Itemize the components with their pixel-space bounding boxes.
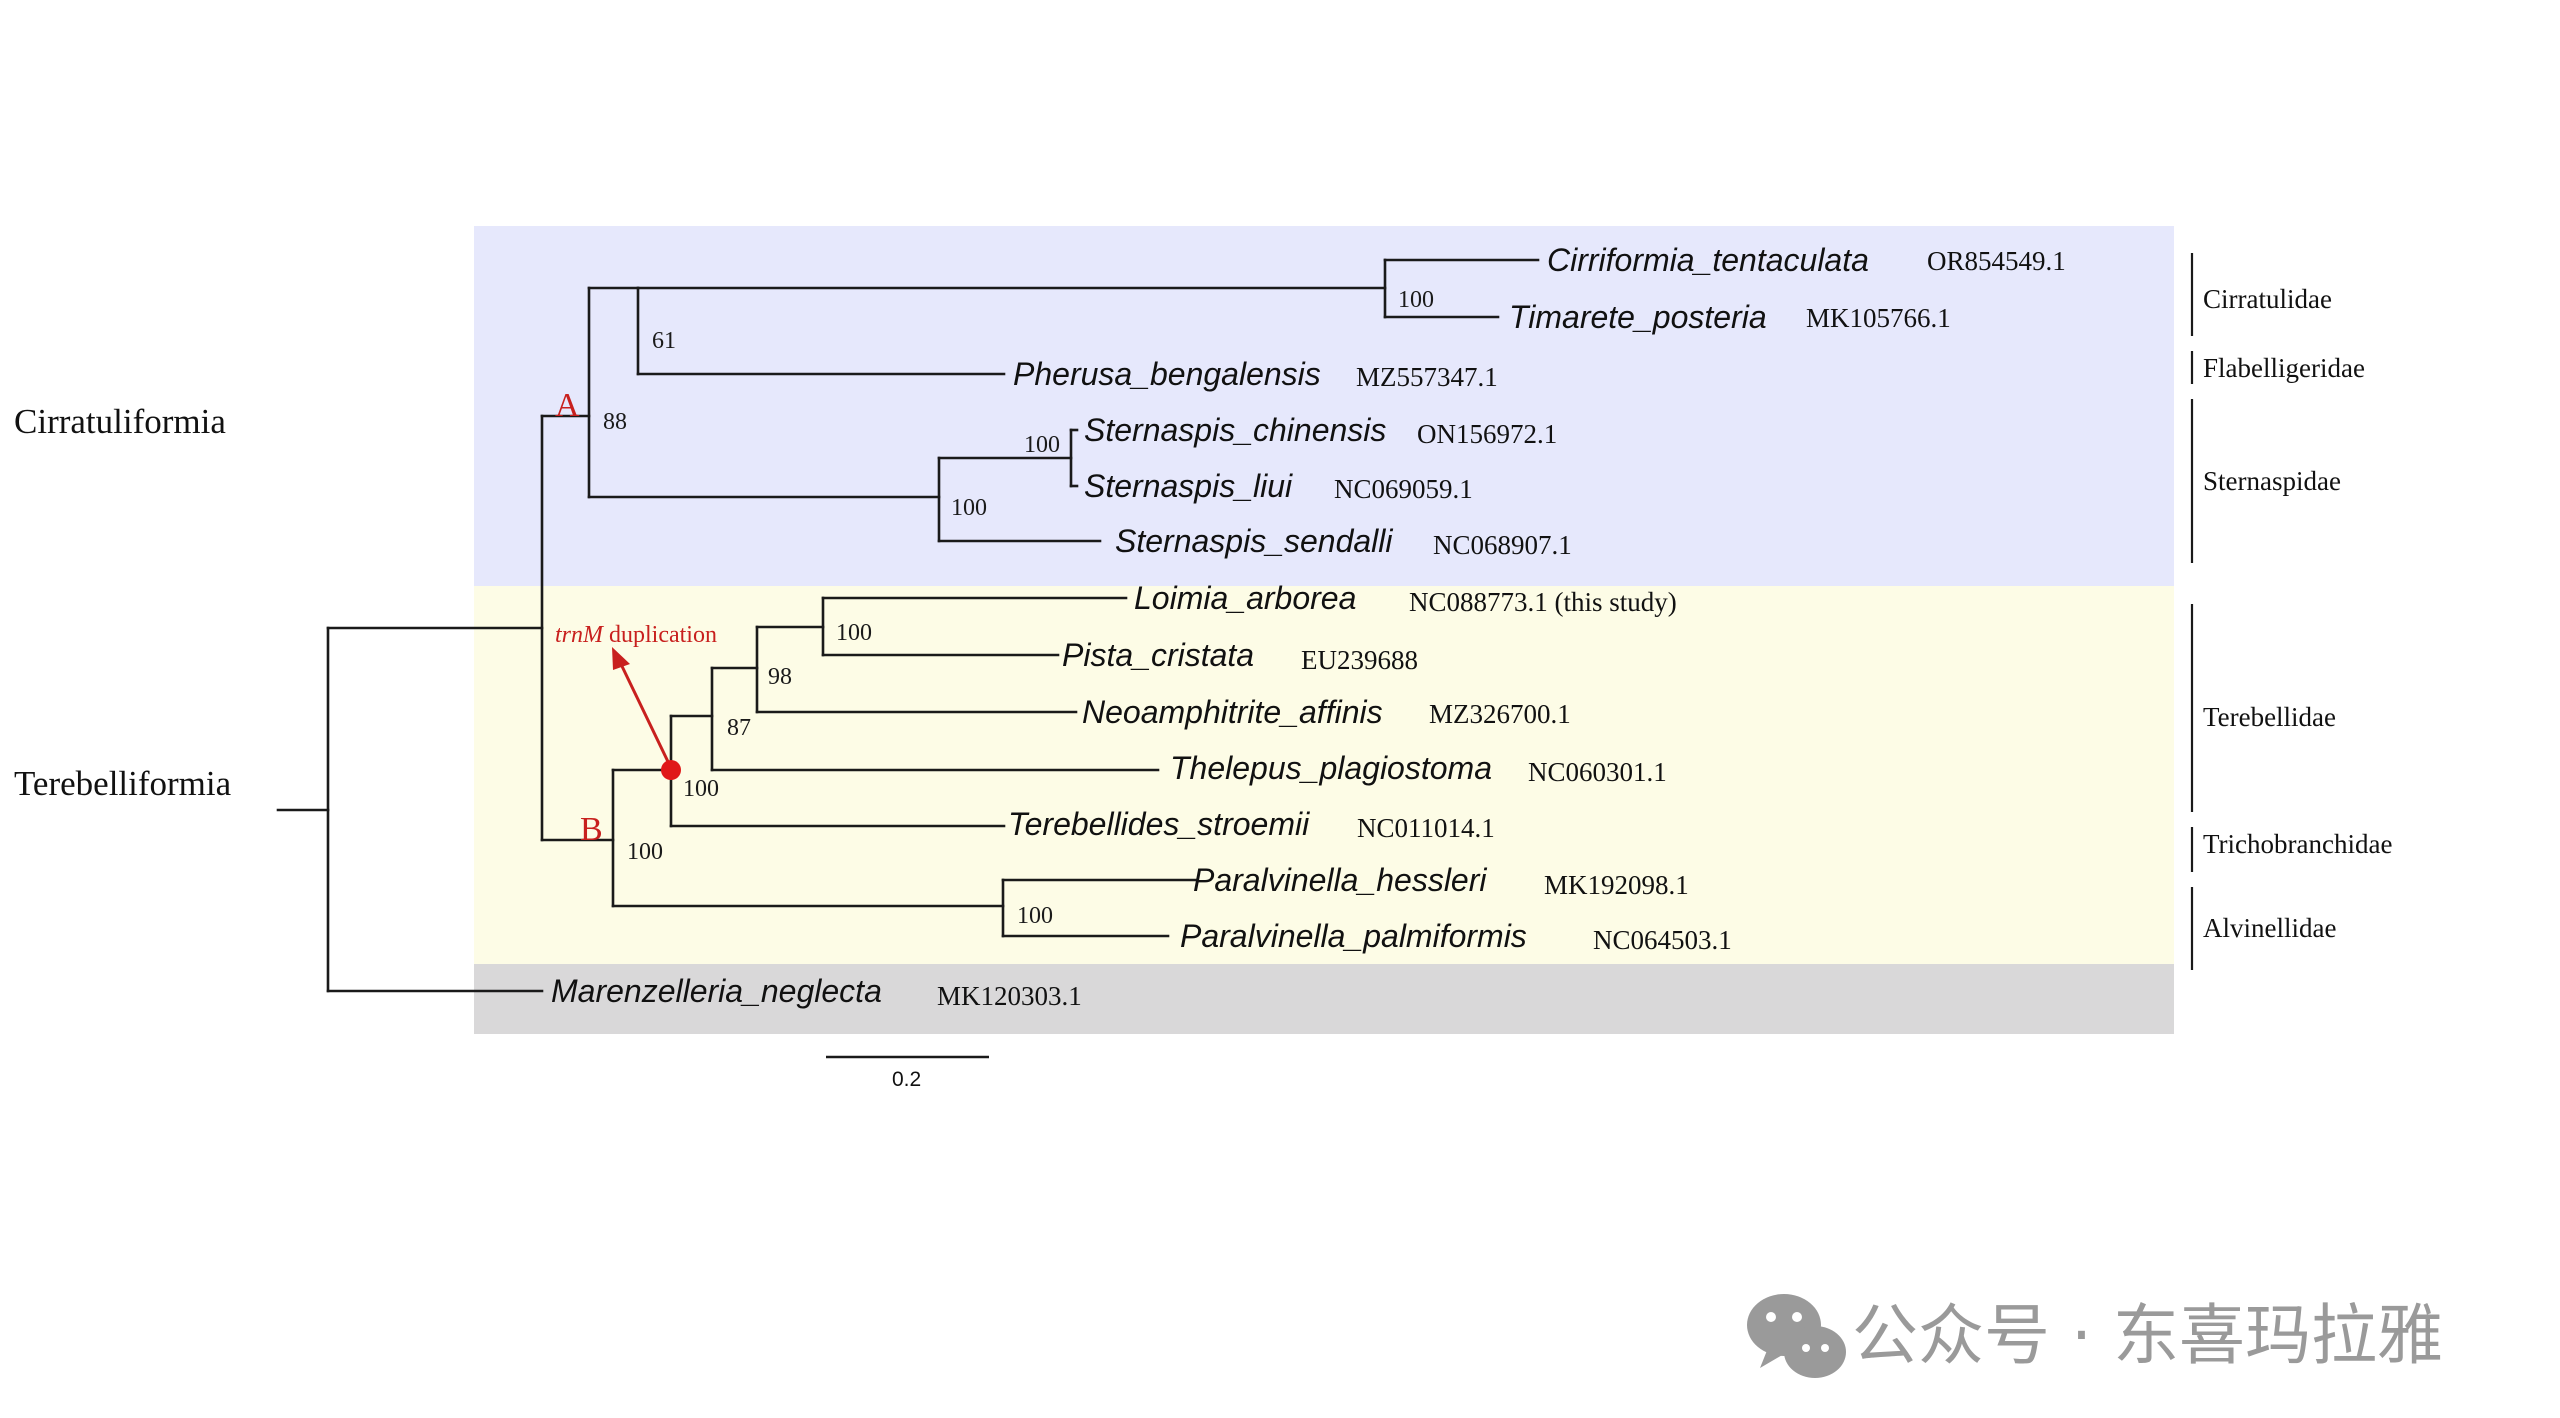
taxon-name: Paralvinella_palmiformis [1180, 918, 1527, 954]
taxon-name: Cirriformia_tentaculata [1547, 242, 1869, 278]
taxon-name: Neoamphitrite_affinis [1082, 694, 1383, 730]
support-value: 100 [627, 839, 663, 865]
family-label-alvinellidae: Alvinellidae [2203, 913, 2336, 943]
taxon-accession: ON156972.1 [1417, 419, 1557, 449]
taxon-name: Sternaspis_liui [1084, 468, 1293, 504]
watermark-text: 公众号 · 东喜玛拉雅 [1852, 1297, 2443, 1374]
taxon-accession: OR854549.1 [1927, 246, 2066, 276]
support-value: 100 [683, 776, 719, 802]
support-value: 100 [1024, 432, 1060, 458]
support-value: 100 [1398, 287, 1434, 313]
taxon-name: Pherusa_bengalensis [1013, 356, 1321, 392]
taxon-name: Timarete_posteria [1509, 299, 1767, 335]
support-value: 100 [836, 620, 872, 646]
tree-branches [276, 258, 1540, 993]
annotation-arrow-line [617, 659, 674, 771]
scale-bar-label: 0.2 [892, 1068, 921, 1091]
duplication-node-marker [661, 760, 681, 780]
taxon-accession: MZ557347.1 [1356, 362, 1498, 392]
family-label-terebellidae: Terebellidae [2203, 702, 2336, 732]
taxon-name: Loimia_arborea [1134, 580, 1356, 616]
taxon-accession: EU239688 [1301, 645, 1418, 675]
taxon-accession: NC069059.1 [1334, 474, 1473, 504]
family-label-trichobranchidae: Trichobranchidae [2203, 829, 2392, 859]
taxon-name: Sternaspis_chinensis [1084, 412, 1386, 448]
node-label-a: A [555, 387, 580, 424]
group-label-cirratuliformia: Cirratuliformia [14, 402, 226, 441]
family-label-cirratulidae: Cirratulidae [2203, 284, 2332, 314]
group-label-terebelliformia: Terebelliformia [14, 764, 232, 803]
family-label-flabelligeridae: Flabelligeridae [2203, 353, 2365, 383]
cirratuliformia-band [474, 226, 2174, 586]
taxon-accession: NC068907.1 [1433, 530, 1572, 560]
taxon-labels: Cirriformia_tentaculata OR854549.1 Timar… [551, 242, 2066, 1011]
support-value: 100 [1017, 903, 1053, 929]
taxon-name: Sternaspis_sendalli [1115, 523, 1393, 559]
family-labels: Cirratulidae Flabelligeridae Sternaspida… [2203, 284, 2392, 943]
taxon-name: Paralvinella_hessleri [1193, 862, 1487, 898]
support-value: 87 [727, 715, 751, 741]
taxon-accession: MK120303.1 [937, 981, 1082, 1011]
taxon-name: Terebellides_stroemii [1008, 806, 1310, 842]
trnm-duplication-label: trnM duplication [555, 622, 717, 648]
outgroup-band [474, 964, 2174, 1034]
wechat-icon [1747, 1294, 1846, 1378]
support-value: 88 [603, 409, 627, 435]
taxon-accession: MZ326700.1 [1429, 699, 1571, 729]
taxon-name: Marenzelleria_neglecta [551, 973, 882, 1009]
family-label-sternaspidae: Sternaspidae [2203, 466, 2341, 496]
taxon-accession: NC088773.1 (this study) [1409, 587, 1677, 617]
taxon-accession: NC060301.1 [1528, 757, 1667, 787]
taxon-name: Thelepus_plagiostoma [1170, 750, 1492, 786]
taxon-accession: NC011014.1 [1357, 813, 1495, 843]
support-value: 100 [951, 495, 987, 521]
taxon-name: Pista_cristata [1062, 637, 1254, 673]
support-values: 100 61 88 100 100 100 98 87 100 100 100 [603, 287, 1434, 929]
taxon-accession: MK192098.1 [1544, 870, 1689, 900]
taxon-accession: NC064503.1 [1593, 925, 1732, 955]
support-value: 98 [768, 664, 792, 690]
annotation-arrow-head-icon [612, 647, 630, 670]
taxon-accession: MK105766.1 [1806, 303, 1951, 333]
support-value: 61 [652, 328, 676, 354]
node-label-b: B [580, 811, 603, 848]
